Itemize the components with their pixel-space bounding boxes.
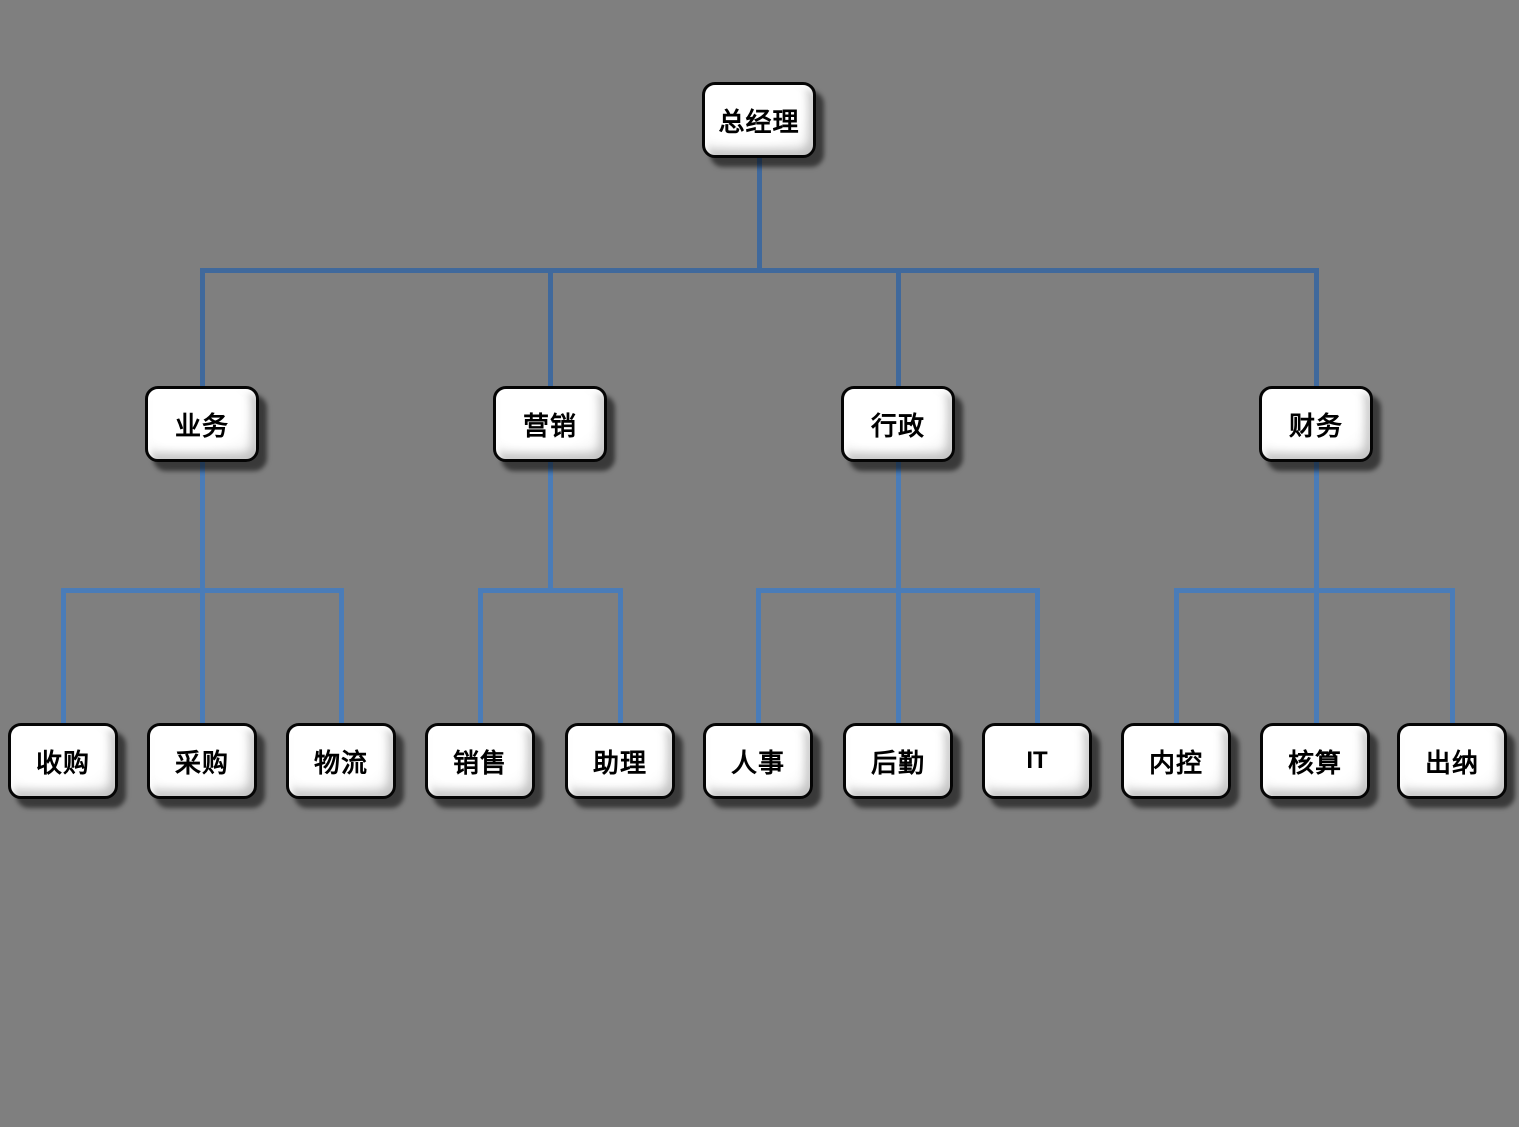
org-node-label: 营销	[522, 411, 577, 441]
org-node-logistics[interactable]: 物流	[286, 723, 396, 799]
org-node-general-manager[interactable]: 总经理	[702, 82, 816, 158]
org-node-cashier[interactable]: 出纳	[1397, 723, 1507, 799]
org-node-marketing[interactable]: 营销	[493, 386, 607, 462]
org-node-it[interactable]: IT	[982, 723, 1092, 799]
org-node-internal-control[interactable]: 内控	[1121, 723, 1231, 799]
org-node-general-affairs[interactable]: 后勤	[843, 723, 953, 799]
org-node-hr[interactable]: 人事	[703, 723, 813, 799]
org-node-label: 人事	[730, 748, 785, 778]
org-node-business[interactable]: 业务	[145, 386, 259, 462]
org-node-label: 采购	[174, 748, 229, 778]
org-node-administration[interactable]: 行政	[841, 386, 955, 462]
org-node-accounting[interactable]: 核算	[1260, 723, 1370, 799]
org-node-label: 后勤	[870, 748, 925, 778]
org-node-label: 出纳	[1424, 748, 1479, 778]
org-node-procurement[interactable]: 采购	[147, 723, 257, 799]
org-node-label: 销售	[452, 748, 507, 778]
org-node-label: 物流	[313, 748, 368, 778]
org-node-label: 收购	[35, 748, 90, 778]
org-node-sales[interactable]: 销售	[425, 723, 535, 799]
org-node-acquisition[interactable]: 收购	[8, 723, 118, 799]
connector-business-rail	[61, 588, 344, 723]
org-node-finance[interactable]: 财务	[1259, 386, 1373, 462]
connector-administration-rail	[756, 588, 1040, 723]
org-node-label: 财务	[1288, 411, 1343, 441]
connector-marketing-rail	[478, 588, 623, 723]
org-node-label: 行政	[870, 411, 925, 441]
connector-finance-rail	[1174, 588, 1455, 723]
org-node-label: 总经理	[718, 107, 800, 137]
org-node-assistant[interactable]: 助理	[565, 723, 675, 799]
level1-connectors	[200, 155, 1319, 386]
org-node-label: 助理	[592, 748, 647, 778]
org-node-label: 内控	[1148, 748, 1203, 778]
org-node-label: 核算	[1287, 748, 1342, 778]
level2-connectors	[61, 461, 1455, 723]
org-node-label: 业务	[174, 411, 229, 441]
org-node-label: IT	[1026, 747, 1048, 774]
connector-level1-rail	[200, 268, 1319, 386]
